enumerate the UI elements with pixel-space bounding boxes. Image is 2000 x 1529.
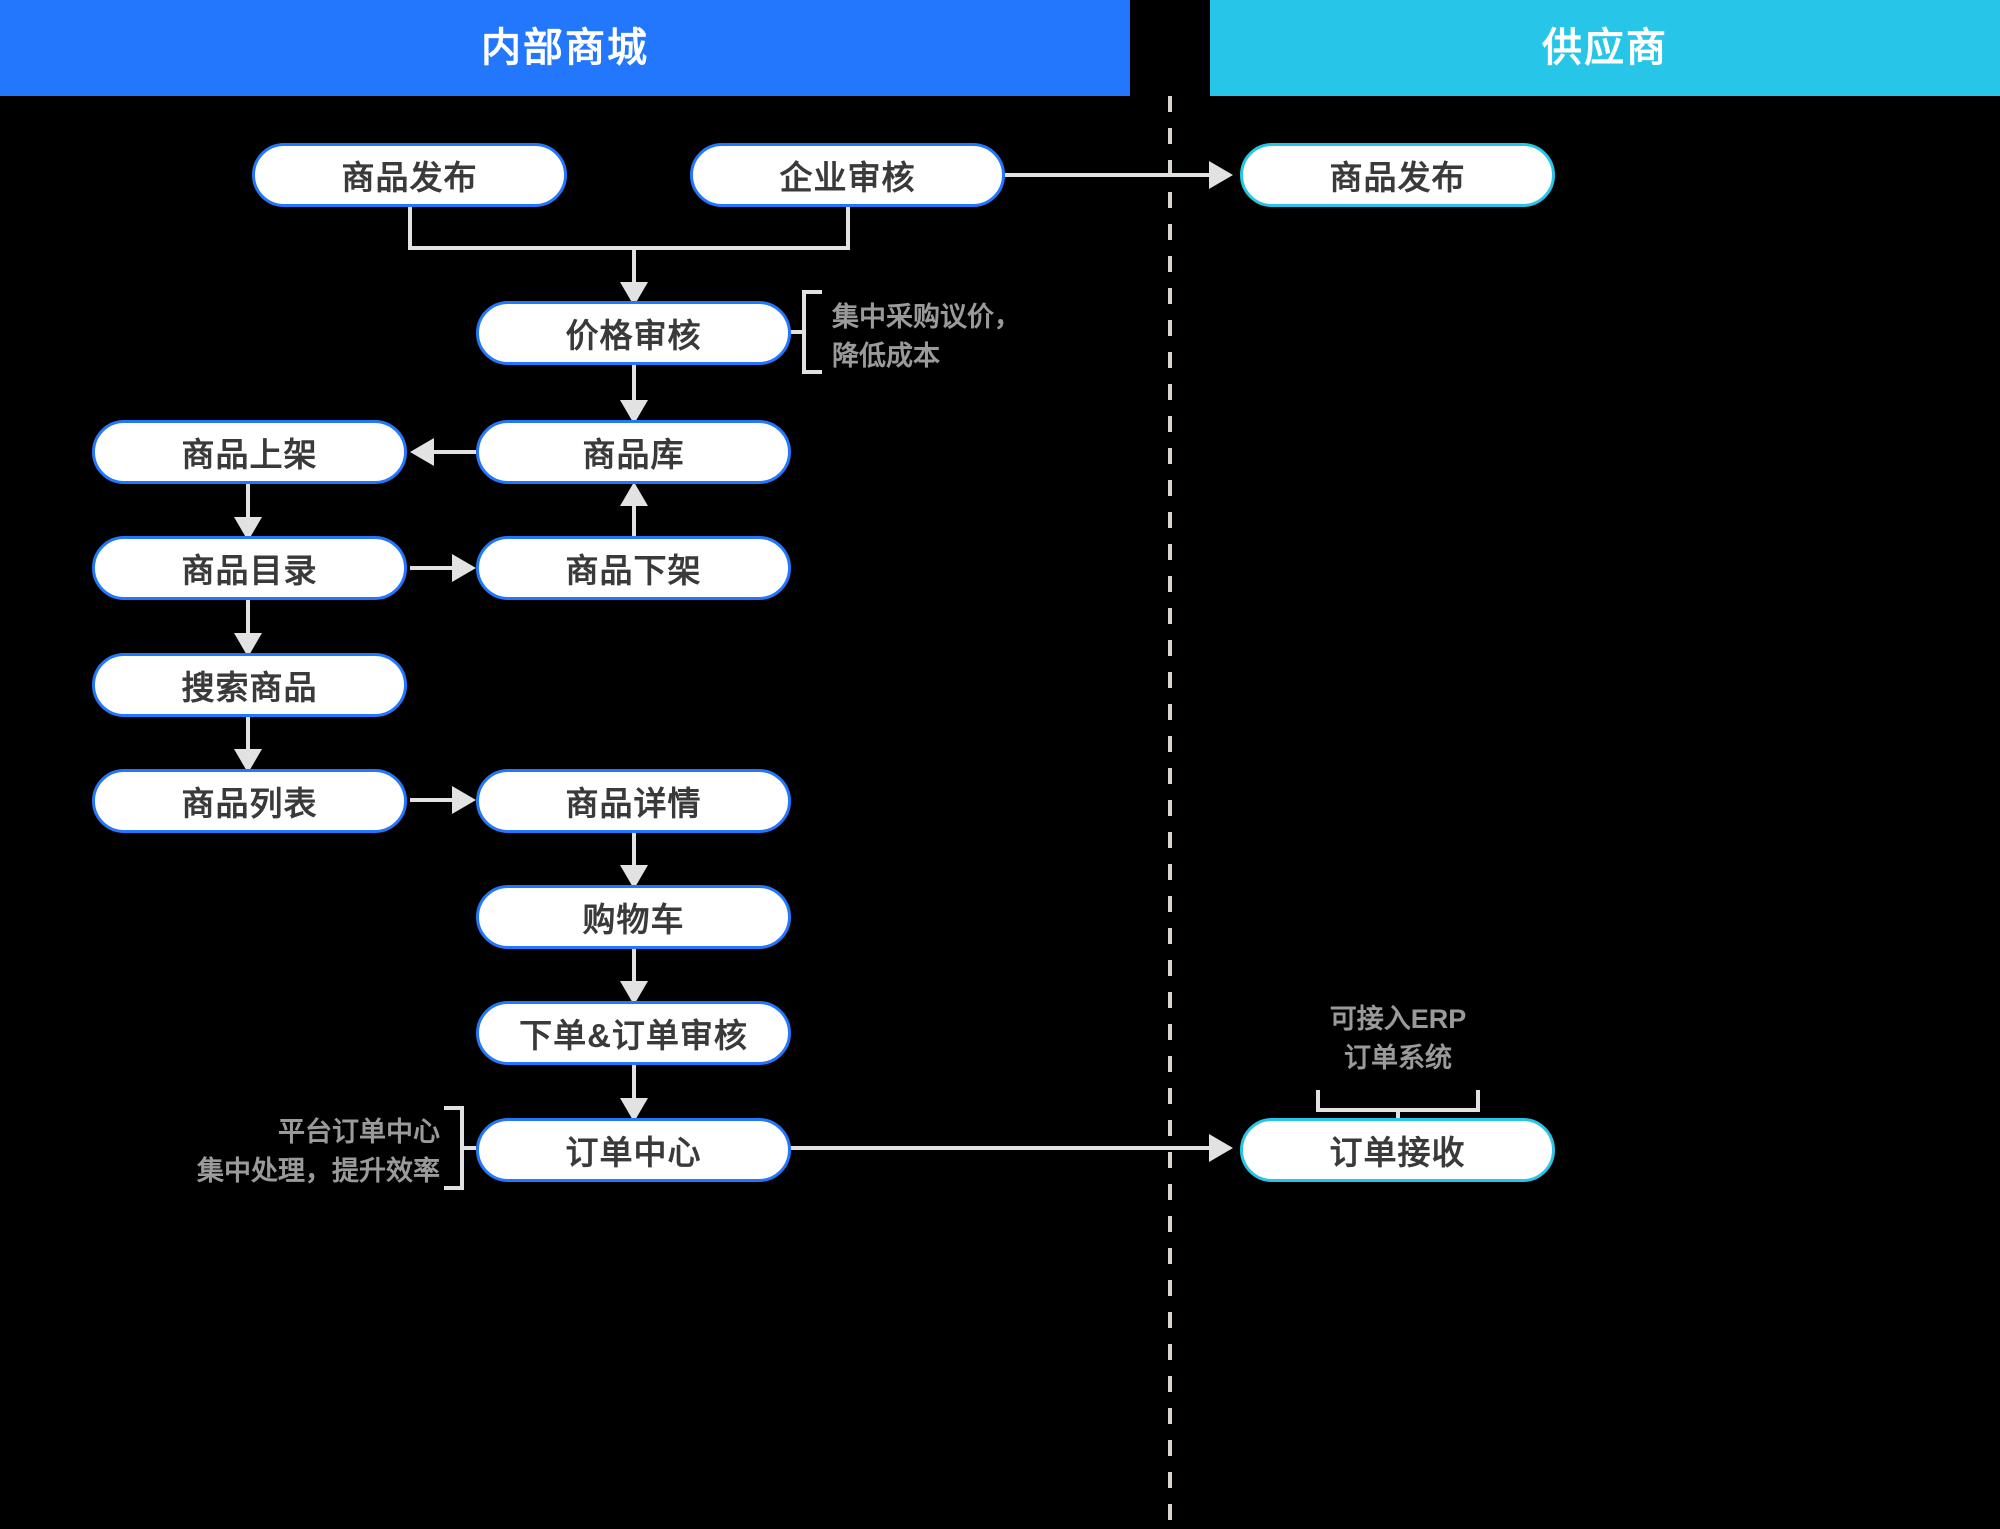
- arrowhead-repo-from-delisting: [620, 482, 648, 506]
- node-label: 搜索商品: [181, 669, 318, 706]
- node-shopping-cart[interactable]: 购物车: [476, 885, 791, 949]
- node-order-center[interactable]: 订单中心: [476, 1118, 791, 1182]
- lane-title-supplier: 供应商: [1542, 26, 1668, 70]
- node-label: 下单&订单审核: [519, 1017, 748, 1054]
- node-label: 价格审核: [565, 317, 702, 354]
- node-label: 购物车: [582, 901, 685, 938]
- node-price-review[interactable]: 价格审核: [476, 301, 791, 365]
- annotation-price-review: 集中采购议价， 降低成本: [832, 302, 1021, 372]
- arrowhead-product-listing: [410, 438, 434, 466]
- node-label: 商品详情: [565, 785, 702, 822]
- node-label: 商品下架: [565, 552, 702, 589]
- node-place-order-review[interactable]: 下单&订单审核: [476, 1001, 791, 1065]
- lane-header-internal: 内部商城: [0, 0, 1130, 96]
- node-label: 订单接收: [1329, 1134, 1466, 1171]
- arrowhead-product-delisting: [452, 554, 476, 582]
- node-product-delisting[interactable]: 商品下架: [476, 536, 791, 600]
- arrowhead-product-detail: [452, 786, 476, 814]
- node-label: 商品列表: [181, 785, 318, 822]
- node-product-search[interactable]: 搜索商品: [92, 653, 407, 717]
- arrowhead-supplier-publish: [1209, 161, 1233, 189]
- node-product-listing[interactable]: 商品上架: [92, 420, 407, 484]
- annotation-order-center: 平台订单中心 集中处理，提升效率: [197, 1117, 440, 1187]
- node-label: 订单中心: [565, 1134, 702, 1171]
- node-label: 商品库: [582, 436, 685, 473]
- node-enterprise-review[interactable]: 企业审核: [690, 143, 1005, 207]
- node-label: 商品发布: [1329, 159, 1466, 196]
- annotation-erp: 可接入ERP 订单系统: [1329, 1004, 1467, 1074]
- lane-header-supplier: 供应商: [1210, 0, 2000, 96]
- bracket-order-center-note: [444, 1106, 464, 1190]
- node-label: 企业审核: [779, 159, 916, 196]
- node-product-publish-supplier[interactable]: 商品发布: [1240, 143, 1555, 207]
- bracket-erp-note: [1316, 1090, 1480, 1112]
- node-label: 商品上架: [181, 436, 318, 473]
- wire-enterprise-to-merge: [634, 207, 850, 250]
- node-product-publish-internal[interactable]: 商品发布: [252, 143, 567, 207]
- node-order-receive[interactable]: 订单接收: [1240, 1118, 1555, 1182]
- wire-publish-to-merge: [408, 207, 634, 250]
- node-product-detail[interactable]: 商品详情: [476, 769, 791, 833]
- lane-title-internal: 内部商城: [481, 26, 649, 70]
- arrowhead-order-receive: [1209, 1134, 1233, 1162]
- node-product-list[interactable]: 商品列表: [92, 769, 407, 833]
- node-label: 商品发布: [341, 159, 478, 196]
- node-product-repo[interactable]: 商品库: [476, 420, 791, 484]
- node-label: 商品目录: [181, 552, 318, 589]
- bracket-price-note: [802, 290, 822, 374]
- node-product-catalog[interactable]: 商品目录: [92, 536, 407, 600]
